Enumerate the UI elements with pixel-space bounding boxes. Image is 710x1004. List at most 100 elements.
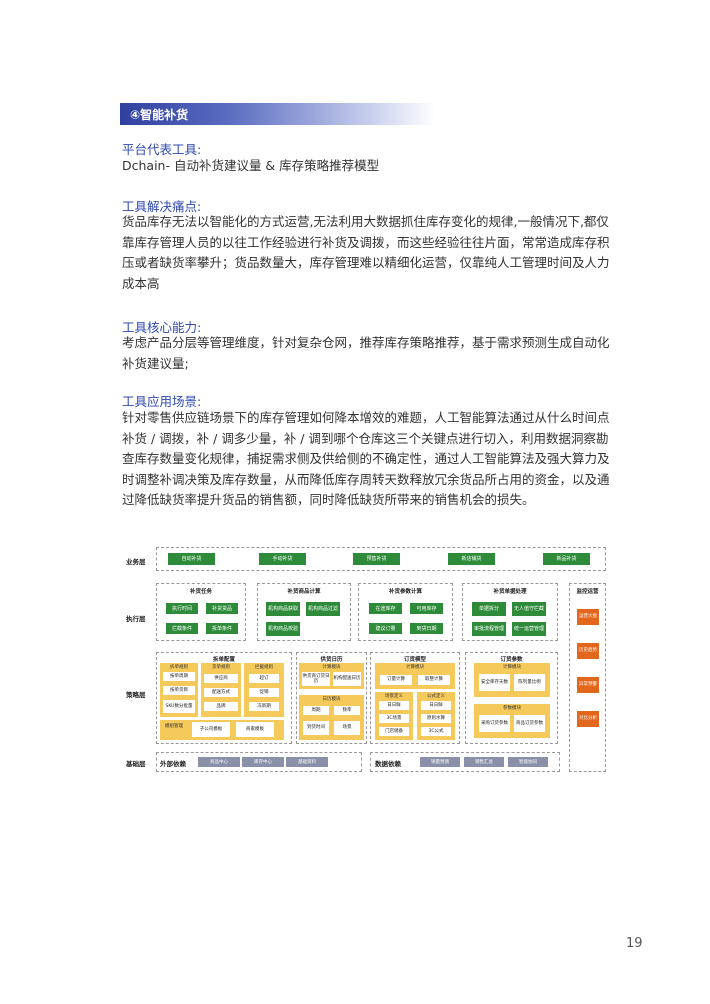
section-title: ④智能补货 [130,108,189,122]
exec-item: 执行时间 [166,603,198,614]
exec-item: 单据拆分 [472,602,506,616]
exec-title: 补货任务 [189,589,212,595]
exec-group [257,583,351,641]
heading-core: 工具核心能力: [122,320,202,335]
layer-business: 业务层 [126,558,146,566]
exec-item: 无人值守拦截 [512,602,546,616]
order-model [370,652,460,744]
calendar-item: 机构配送日历 [333,672,361,686]
split-item: 子公司模板 [192,722,230,737]
split-col-a-title: 拆单规则 [170,665,188,670]
architecture-diagram: 业务层 执行层 策略层 基础层 自动补货 手动补货 预售补货 新店铺货 新品补货… [118,544,610,776]
split-config [156,652,292,744]
base-item: 库存中心 [242,757,284,767]
business-row [156,547,606,571]
param-item: 采购订货参数 [479,715,510,732]
base-data-label: 数据依赖 [375,760,401,768]
base-ext-label: 外部依赖 [160,760,186,768]
monitor-item: 运营大盘 [577,609,599,625]
order-item: 3C场景 [379,714,409,723]
order-item: 原则水算 [421,714,451,723]
exec-item: 机构商品过滤 [306,602,340,616]
exec-title: 补货参数计算 [388,589,422,595]
order-item: 订量计算 [380,675,412,685]
calendar-calc-title: 计算模块 [322,665,341,670]
heading-tool: 平台代表工具: [122,142,202,157]
business-item: 新品补货 [543,553,590,565]
layer-execution: 执行层 [126,615,146,623]
base-item: 智能协同 [508,757,548,767]
split-item: 供应商 [204,674,238,683]
order-item: 3C公式 [421,727,451,736]
split-mod: 模组管理 [165,724,183,729]
exec-item: 补货货品 [206,603,238,614]
split-item: 按单周期 [163,672,195,681]
base-item: 销量预测 [420,757,460,767]
exec-group [358,583,453,641]
split-item: SKU数分批量 [163,700,195,713]
order-item: 日日鲜 [379,701,409,710]
base-item: 销售汇总 [464,757,504,767]
monitor-title: 监控运营 [576,589,599,595]
layer-strategy: 策略层 [126,691,146,699]
param-calc-title: 计算模块 [503,665,521,670]
order-params [465,652,558,744]
heading-scene: 工具应用场景: [122,394,202,409]
order-calc-title: 计算模块 [406,665,424,670]
exec-group [462,583,558,641]
order-title: 订货模型 [403,657,426,663]
split-col-b-title: 货单规则 [212,665,230,670]
monitor-item: 对比分析 [577,711,599,727]
exec-title: 补货商品计算 [287,589,321,595]
param-item: 陈列量比例 [514,674,545,691]
order-item: 门店储备 [379,727,409,736]
param-title: 订货参数 [500,657,523,663]
split-item: 冻新期 [249,702,279,711]
monitor-item: 历史趋势 [577,643,599,659]
exec-item: 拦截条件 [166,623,198,634]
monitor-item: 异常预警 [577,677,599,693]
para-pain: 货品库存无法以智能化的方式运营,无法利用大数据抓住库存变化的规律,一般情况下,都… [122,214,610,291]
monitor-panel [569,583,606,772]
split-item: 促销 [249,688,279,697]
exec-title: 补货单据处理 [493,589,527,595]
order-scene-title: 场景定义 [385,694,403,699]
para-tool: Dchain- 自动补货建议量 & 库存策略推荐模型 [122,158,380,173]
split-item: 商家模板 [236,722,274,737]
split-item: 按单货目 [163,686,195,695]
calendar-sched-title: 日历模块 [322,697,341,702]
base-item: 商品中心 [198,757,240,767]
exec-item: 统一运营管理 [512,622,546,636]
order-item: 取整计算 [418,675,450,685]
calendar-item: 频率 [334,706,360,715]
calendar-item: 到货时间 [303,721,329,735]
para-core: 考虑产品分层等管理维度，针对复杂仓网，推荐库存策略推荐，基于需求预测生成自动化补… [122,335,610,371]
exec-item: 拆单条件 [206,623,238,634]
exec-item: 机构商品获取 [266,602,300,616]
calendar-config [296,652,367,744]
business-item: 手动补货 [259,553,306,565]
calendar-item: 供货商订货日历 [302,672,330,686]
split-item: 超订 [249,674,279,683]
section-banner: ④智能补货 [120,103,435,125]
business-item: 预售补货 [353,553,400,565]
exec-item: 建议订量 [369,623,402,634]
base-external [156,752,362,772]
exec-group [156,583,246,641]
split-title: 拆单配置 [212,657,235,663]
heading-pain: 工具解决痛点: [122,199,202,214]
split-col-c-title: 拦截规则 [255,665,273,670]
base-data [370,752,560,772]
order-item: 日日鲜 [421,701,451,710]
param-item: 商品订货参数 [514,715,545,732]
split-item: 品牌 [204,702,238,711]
calendar-item: 周期 [303,706,329,715]
split-item: 配送方式 [204,688,238,697]
base-item: 基础资料 [286,757,328,767]
exec-item: 到货日期 [410,623,443,634]
exec-item: 机构商品校验 [266,622,300,636]
param-ref-title: 参数模块 [503,706,521,711]
order-formula-title: 公式定义 [427,694,445,699]
calendar-item: 场景 [334,721,360,735]
layer-base: 基础层 [126,760,146,768]
